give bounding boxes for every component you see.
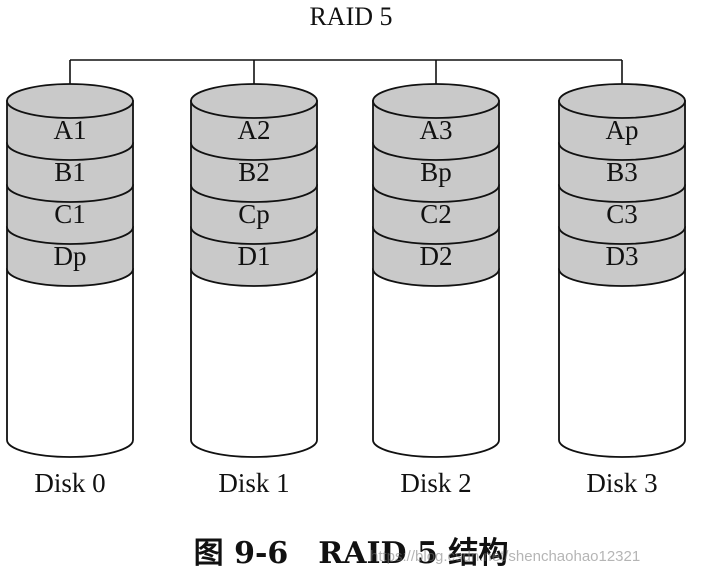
disk-top xyxy=(372,83,500,119)
block-label: B2 xyxy=(238,157,270,187)
block-label: D1 xyxy=(238,241,271,271)
block-label: Bp xyxy=(420,157,452,187)
figure-caption: 图 9-6 RAID 5 结构 xyxy=(193,536,509,571)
disk-top xyxy=(190,83,318,119)
disk-label-1: Disk 1 xyxy=(218,468,290,498)
disk-label-3: Disk 3 xyxy=(586,468,658,498)
block-label: A2 xyxy=(238,115,271,145)
block-label: B3 xyxy=(606,157,638,187)
disk-empty-space xyxy=(372,268,500,458)
disk-empty-space xyxy=(190,268,318,458)
block-label: D3 xyxy=(606,241,639,271)
block-label: Ap xyxy=(606,115,639,145)
connector-lines xyxy=(69,59,623,100)
block-label: C1 xyxy=(54,199,86,229)
watermark: https://blog.csdn.net/shenchaohao12321 xyxy=(370,548,641,565)
diagram-title: RAID 5 xyxy=(309,2,393,31)
block-label: Dp xyxy=(54,241,87,271)
disk-label-2: Disk 2 xyxy=(400,468,472,498)
disk-empty-space xyxy=(558,268,686,458)
block-label: A1 xyxy=(54,115,87,145)
block-label: A3 xyxy=(420,115,453,145)
block-label: C3 xyxy=(606,199,638,229)
disk-top xyxy=(6,83,134,119)
block-label: D2 xyxy=(420,241,453,271)
disk-top xyxy=(558,83,686,119)
disk-label-0: Disk 0 xyxy=(34,468,106,498)
block-label: Cp xyxy=(238,199,270,229)
block-label: B1 xyxy=(54,157,86,187)
block-label: C2 xyxy=(420,199,452,229)
disk-empty-space xyxy=(6,268,134,458)
